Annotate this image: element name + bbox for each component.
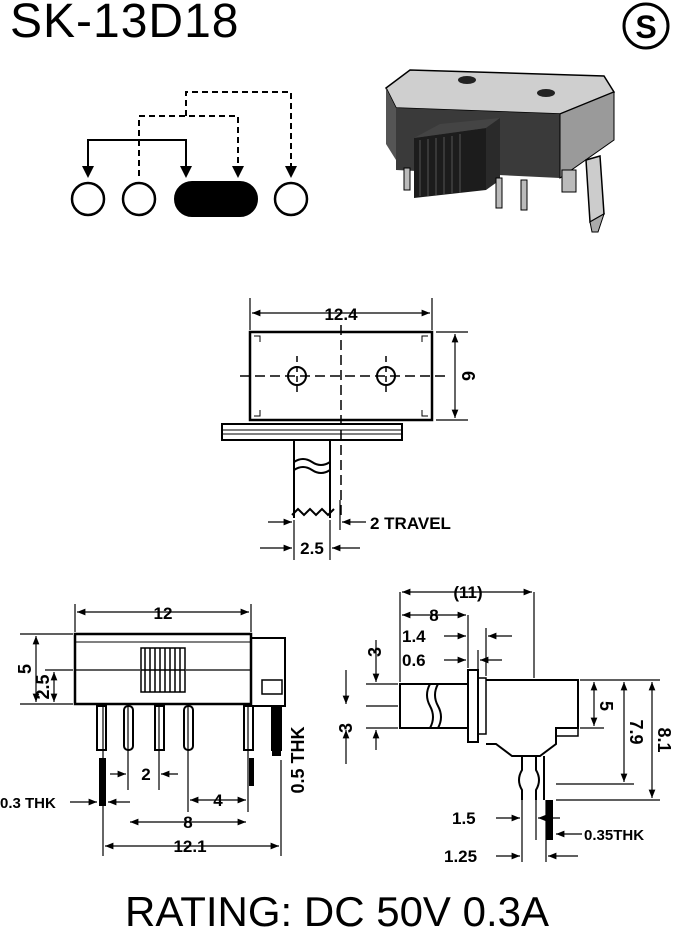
dim-height-8-1: 8.1	[654, 727, 674, 752]
dim-height-7-9: 7.9	[626, 719, 646, 744]
dim-knob-8: 8	[429, 606, 438, 625]
dim-knob-offset-3: 3	[336, 723, 356, 733]
dim-overall-11: (11)	[453, 583, 482, 602]
dim-width-12-4: 12.4	[324, 305, 358, 324]
dim-knob-height-3: 3	[365, 647, 385, 657]
dim-pin-thk-0-35: 0.35THK	[584, 827, 644, 844]
dim-height-6: 6	[458, 371, 478, 381]
side-view	[342, 588, 660, 862]
dim-pin-1-5: 1.5	[452, 809, 476, 828]
dim-knob-2-5: 2.5	[300, 539, 324, 558]
dim-spacing-4: 4	[213, 791, 223, 810]
dim-span-8: 8	[183, 813, 192, 832]
product-image	[385, 69, 616, 233]
rating-text: RATING: DC 50V 0.3A	[124, 888, 550, 935]
dim-pitch-2: 2	[141, 765, 150, 784]
dim-leg-thk: 0.5 THK	[288, 726, 308, 793]
dim-width-12: 12	[154, 604, 173, 623]
dim-flange-0-6: 0.6	[402, 651, 426, 670]
dim-height-2-5: 2.5	[33, 674, 53, 699]
dim-height-5: 5	[15, 664, 35, 674]
brand-logo: S	[622, 2, 670, 50]
dim-pin-thk: 0.3 THK	[0, 795, 56, 812]
switch-schematic	[70, 91, 309, 217]
dim-travel: 2 TRAVEL	[370, 514, 451, 533]
dim-flange-1-4: 1.4	[402, 627, 426, 646]
top-view	[221, 298, 468, 560]
svg-text:S: S	[635, 9, 656, 45]
model-title: SK-13D18	[10, 0, 240, 48]
dim-pin-1-25: 1.25	[444, 847, 477, 866]
front-view	[20, 604, 286, 856]
dim-overall-12-1: 12.1	[173, 837, 206, 856]
dim-body-5: 5	[596, 701, 616, 711]
